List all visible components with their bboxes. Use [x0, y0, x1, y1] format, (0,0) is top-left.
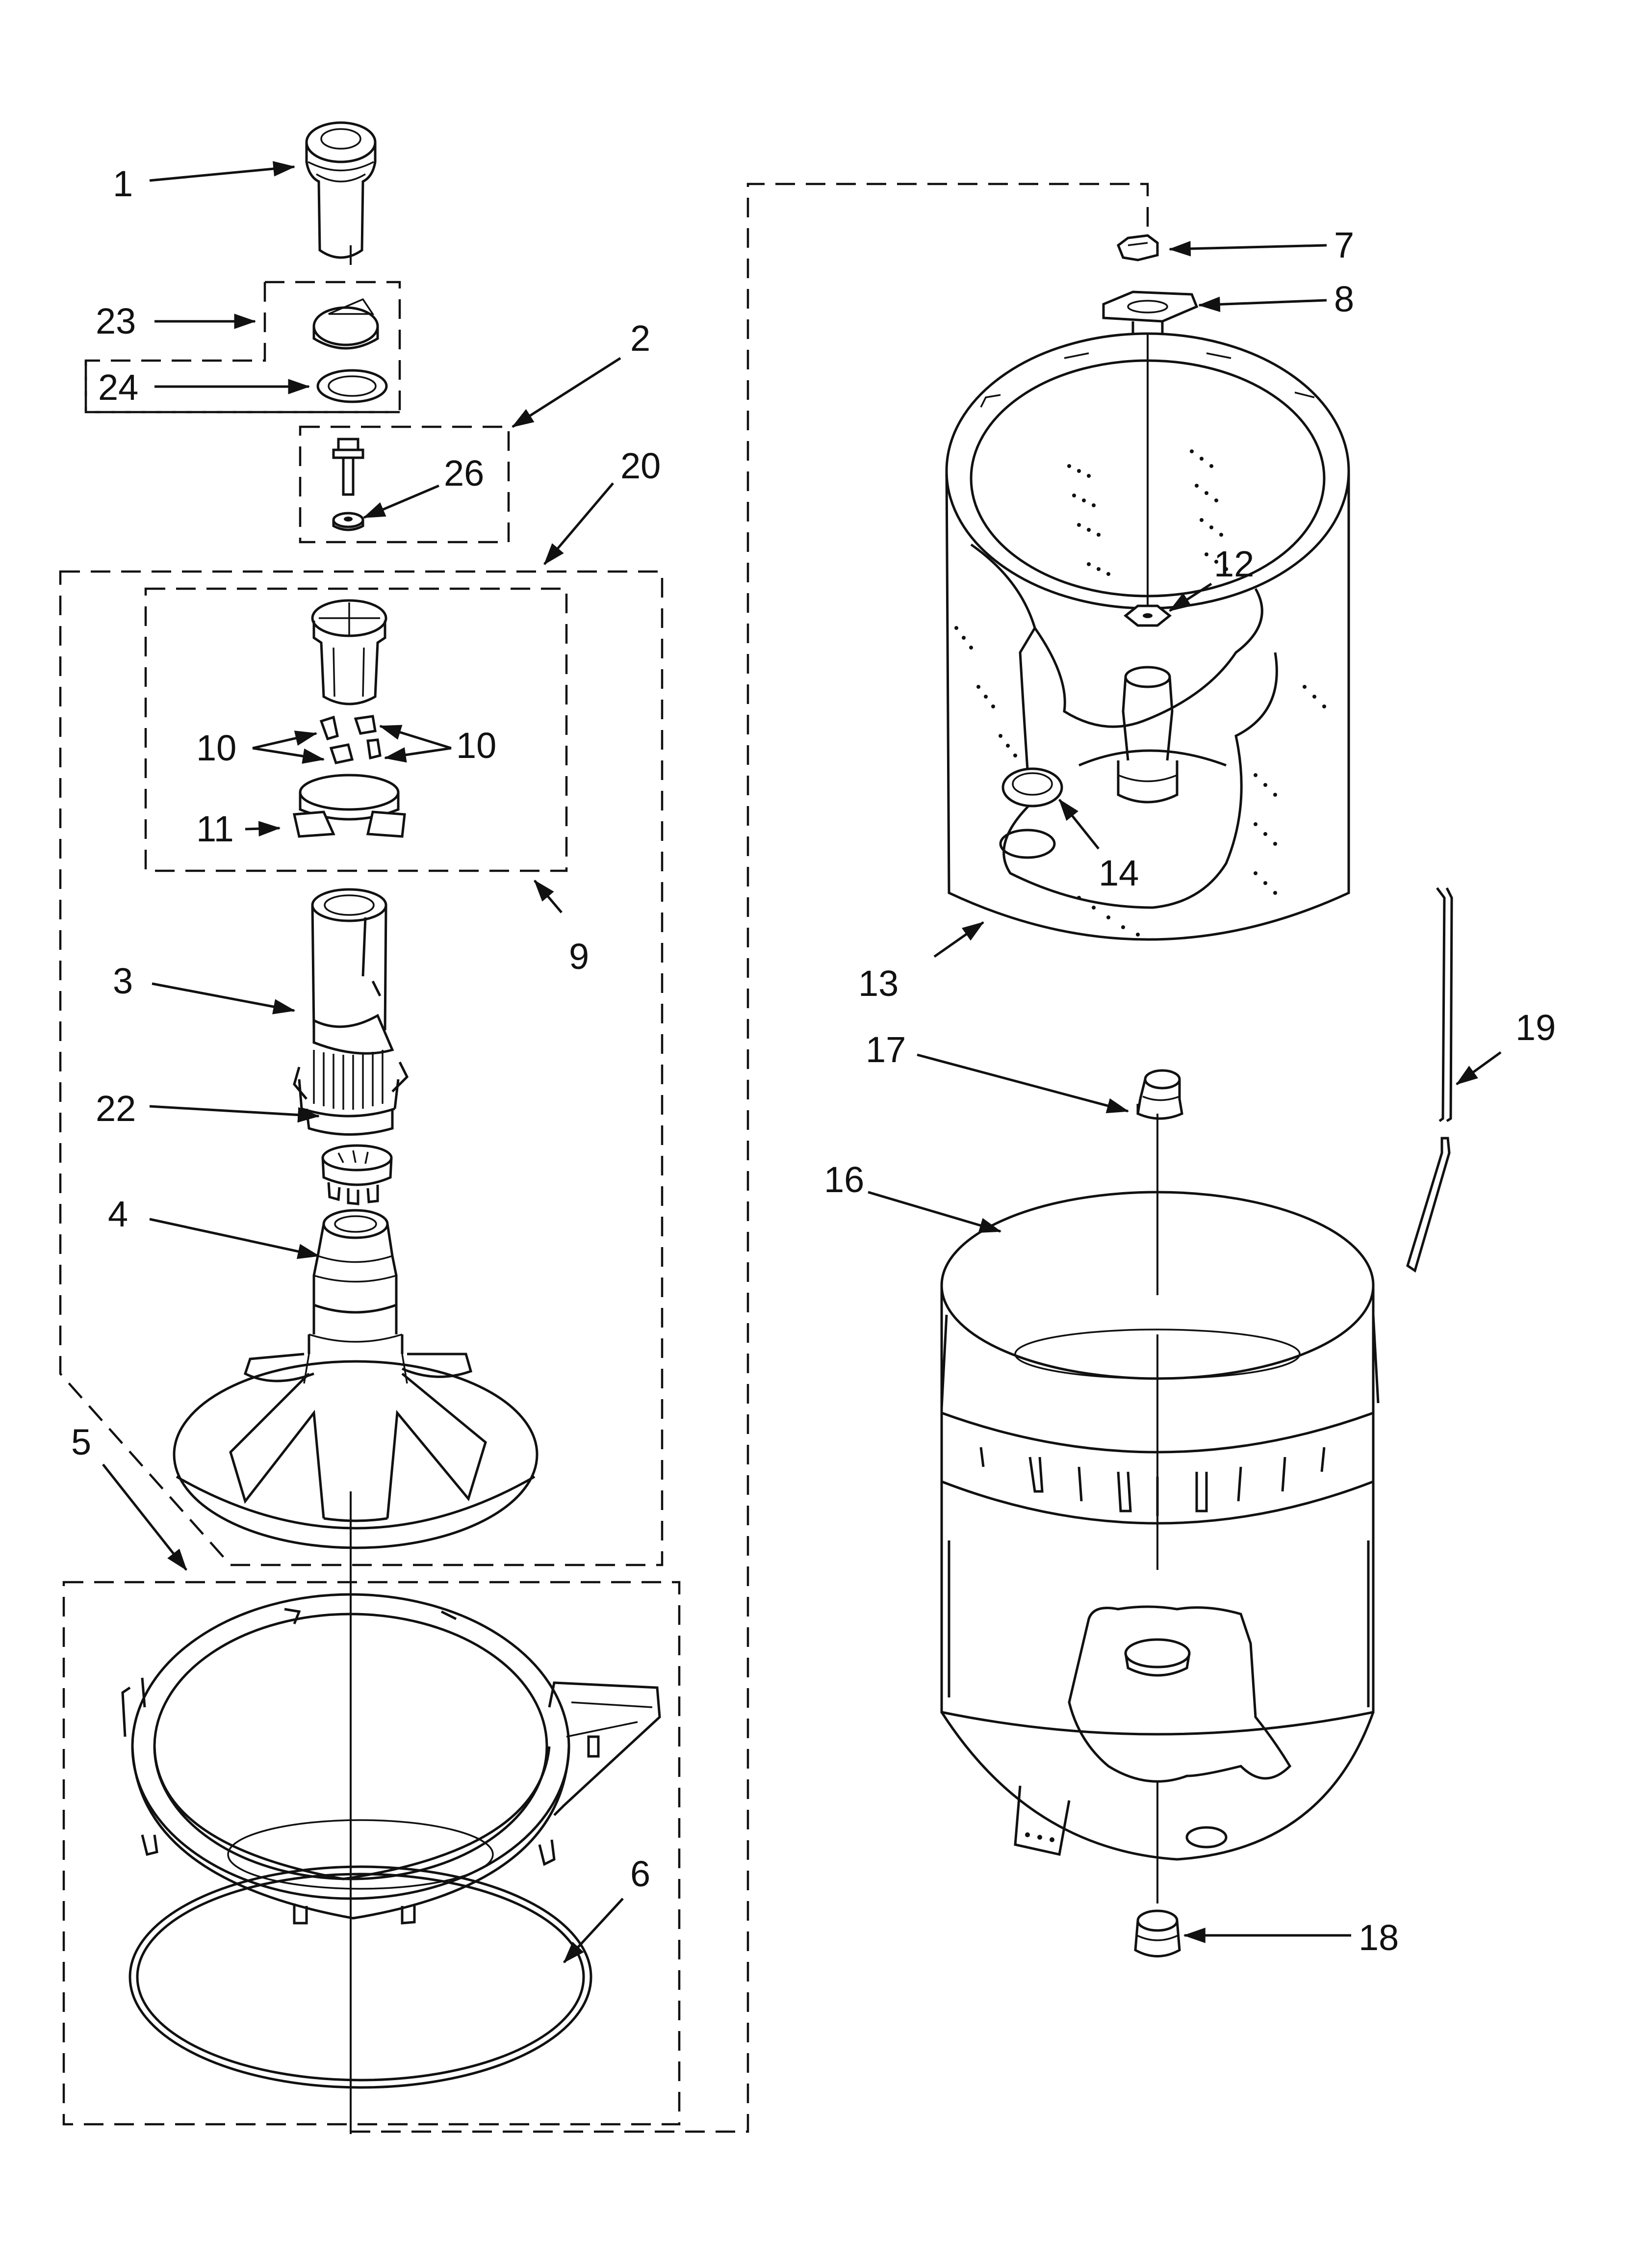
part-label-4: 4	[108, 1194, 128, 1234]
part-label-18: 18	[1359, 1917, 1399, 1958]
part-label-2: 2	[630, 318, 650, 359]
agitator-cam-drawing	[311, 599, 387, 705]
group-box-5	[62, 1581, 681, 2126]
part-label-24: 24	[98, 367, 138, 408]
drain-plug-drawing	[1134, 1909, 1181, 1957]
centre-lines	[350, 245, 1158, 2134]
part-labels: 1 2 3 4 5 6 7 8 9 10 10 11 12 13 14 16 1…	[71, 163, 1556, 1958]
agitator-base-drawing	[173, 1209, 539, 1549]
spin-basket-drawing	[945, 332, 1350, 941]
drain-hose-drawing	[1406, 887, 1453, 1273]
part-label-17: 17	[866, 1029, 906, 1070]
part-label-3: 3	[113, 961, 133, 1001]
part-label-7: 7	[1334, 225, 1354, 265]
outer-tub-drawing	[940, 1191, 1380, 1861]
agitator-barrel-drawing	[293, 888, 409, 1136]
drive-nut-drawing	[1136, 1069, 1183, 1120]
part-label-9: 9	[569, 936, 589, 977]
part-label-23: 23	[96, 301, 136, 341]
group-box-9	[144, 587, 568, 872]
agitator-dogs-drawing	[319, 715, 382, 764]
part-label-5: 5	[71, 1422, 91, 1462]
group-box-2	[299, 425, 510, 544]
part-label-14: 14	[1099, 853, 1139, 893]
part-label-13: 13	[858, 963, 898, 1004]
part-label-10b: 10	[456, 725, 496, 766]
bolt-washer-drawing	[332, 438, 364, 531]
drive-bell-drawing	[321, 1144, 393, 1205]
part-label-1: 1	[113, 163, 133, 204]
basket-perforations	[954, 449, 1326, 937]
part-label-10a: 10	[196, 728, 236, 768]
seal-ring-drawing	[316, 369, 388, 403]
hub-plate-drawing	[1102, 290, 1199, 334]
part-label-8: 8	[1334, 279, 1354, 319]
leader-arrows	[102, 161, 1502, 1963]
part-label-12: 12	[1214, 544, 1254, 584]
cam-plate-drawing	[292, 774, 406, 838]
group-outlines	[59, 182, 1149, 2133]
part-label-16: 16	[824, 1159, 864, 1200]
tub-ring-drawing	[121, 1593, 661, 2089]
cap-drawing	[312, 298, 379, 350]
group-box-24	[84, 361, 400, 414]
group-box-20	[59, 570, 664, 1566]
part-label-19: 19	[1515, 1007, 1556, 1048]
part-label-22: 22	[96, 1088, 136, 1129]
part-label-26: 26	[444, 453, 484, 494]
clip-drawing	[1116, 234, 1159, 261]
part-label-20: 20	[620, 445, 661, 486]
part-label-6: 6	[630, 1853, 650, 1894]
basket-connector-line	[351, 182, 1149, 2133]
dispenser-cup-drawing	[305, 121, 377, 259]
part-label-11: 11	[196, 808, 234, 849]
